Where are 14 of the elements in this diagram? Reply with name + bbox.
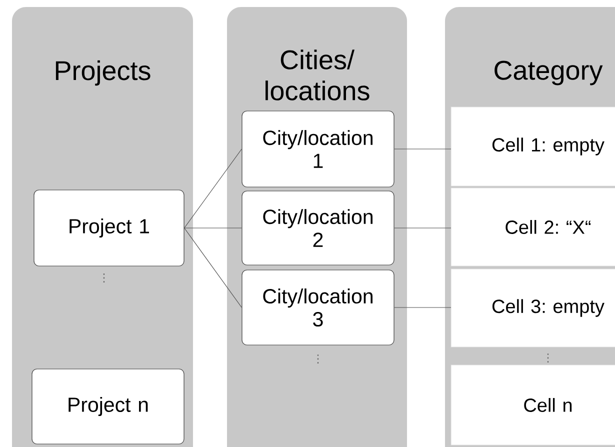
item-box: City/location 1 (242, 110, 394, 188)
item-box: City/location 3 (242, 270, 394, 346)
connector-line (184, 228, 242, 308)
ellipsis-mark: ⋮ (547, 354, 549, 362)
table-cell: Cell n (450, 364, 615, 446)
connector-line (394, 307, 452, 308)
connector-line (184, 148, 242, 228)
table-cell: Cell 2: “X“ (450, 188, 615, 266)
connector-line (394, 148, 452, 150)
table-cell: Cell 3: empty (450, 268, 615, 348)
table-cell: Cell 1: empty (450, 106, 615, 186)
item-box: City/location 2 (242, 190, 394, 266)
item-box: Project 1 (34, 190, 184, 266)
item-box: Project n (32, 368, 184, 444)
